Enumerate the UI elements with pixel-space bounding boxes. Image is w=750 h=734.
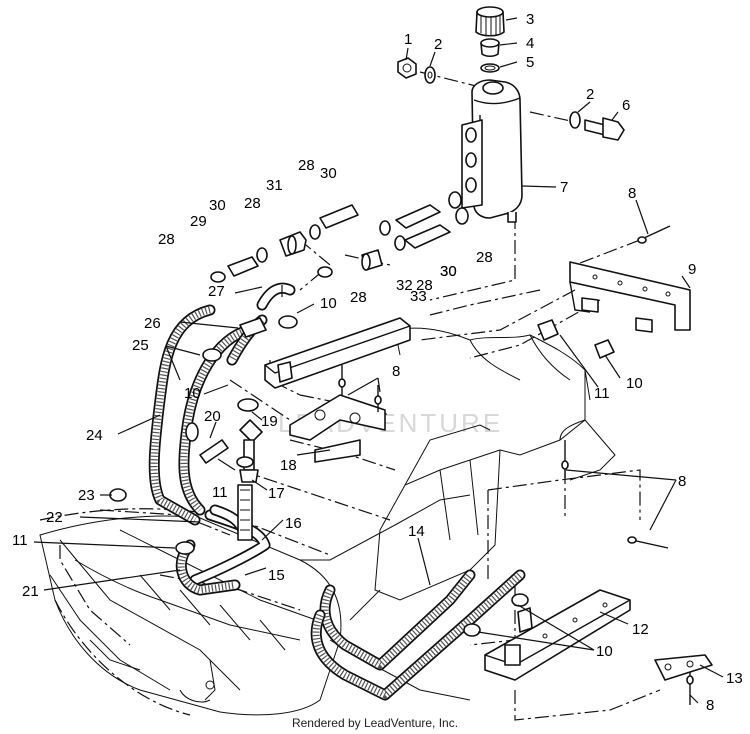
mounting-bracket-right — [537, 261, 691, 359]
callout-14: 14 — [408, 523, 425, 540]
callout-labels: 1 2 3 4 5 2 6 7 8 9 28 30 31 28 30 29 28… — [12, 11, 743, 714]
callout-30b: 30 — [209, 197, 226, 214]
callout-8d: 8 — [706, 697, 714, 714]
footer-credit: Rendered by LeadVenture, Inc. — [291, 716, 459, 730]
callout-1: 1 — [404, 31, 412, 48]
callout-2: 2 — [434, 36, 442, 53]
callout-11b: 11 — [212, 484, 228, 501]
callout-3: 3 — [526, 11, 534, 28]
callout-28e: 28 — [416, 277, 433, 294]
callout-12: 12 — [632, 621, 649, 638]
callout-19: 19 — [261, 413, 278, 430]
fasteners-top — [397, 57, 625, 141]
callout-26: 26 — [144, 315, 161, 332]
callout-5: 5 — [526, 54, 534, 71]
callout-10d: 10 — [596, 643, 613, 660]
hose-24-25 — [148, 304, 254, 526]
callout-9: 9 — [688, 261, 696, 278]
callout-29: 29 — [190, 213, 207, 230]
reservoir-fittings — [317, 191, 469, 278]
frame-floor-pan — [39, 494, 471, 716]
callout-18: 18 — [280, 457, 297, 474]
callout-8a: 8 — [628, 185, 636, 202]
hose-fittings-upper — [210, 204, 359, 283]
callout-10a: 10 — [320, 295, 337, 312]
callout-16: 16 — [285, 515, 302, 532]
callout-13: 13 — [726, 670, 743, 687]
callout-24: 24 — [86, 427, 103, 444]
leader-lines — [33, 17, 724, 704]
callout-8c: 8 — [678, 473, 686, 490]
callout-25: 25 — [132, 337, 149, 354]
callout-6: 6 — [622, 97, 630, 114]
callout-23: 23 — [78, 487, 95, 504]
mounting-bracket-33 — [264, 317, 411, 389]
callout-7: 7 — [560, 179, 568, 196]
fitting-20 — [185, 422, 229, 464]
callout-11c: 11 — [12, 532, 28, 549]
callout-32: 32 — [396, 277, 413, 294]
callout-27: 27 — [208, 283, 225, 300]
callout-28c: 28 — [158, 231, 175, 248]
callout-8b: 8 — [392, 363, 400, 380]
callout-28b: 28 — [244, 195, 261, 212]
callout-10b: 10 — [184, 385, 201, 402]
callout-28f: 28 — [476, 249, 493, 266]
inline-filter — [237, 398, 263, 541]
callout-17: 17 — [268, 485, 285, 502]
callout-28a: 28 — [298, 157, 315, 174]
callout-15: 15 — [268, 567, 285, 584]
hose-27-26 — [226, 282, 296, 366]
callout-30a: 30 — [320, 165, 337, 182]
callout-31: 31 — [266, 177, 283, 194]
plate-13 — [654, 654, 713, 681]
callout-28d: 28 — [350, 289, 367, 306]
hose-clamps — [109, 315, 529, 637]
mounting-bracket-18 — [289, 394, 386, 463]
callout-21: 21 — [22, 583, 39, 600]
callout-2b: 2 — [586, 86, 594, 103]
callout-30d: 30 — [440, 263, 457, 280]
mounting-bracket-12 — [484, 589, 631, 681]
reservoir-cap — [475, 6, 505, 73]
callout-30c: 30 — [440, 263, 457, 280]
fluid-reservoir — [461, 79, 523, 223]
hose-14-long — [310, 569, 526, 701]
callout-33: 33 — [410, 288, 427, 305]
callout-20: 20 — [204, 408, 221, 425]
callout-4: 4 — [526, 35, 534, 52]
callout-11a: 11 — [594, 385, 610, 402]
body-section — [349, 327, 616, 621]
callout-10c: 10 — [626, 375, 643, 392]
callout-22: 22 — [46, 509, 63, 526]
rivets — [338, 225, 694, 705]
